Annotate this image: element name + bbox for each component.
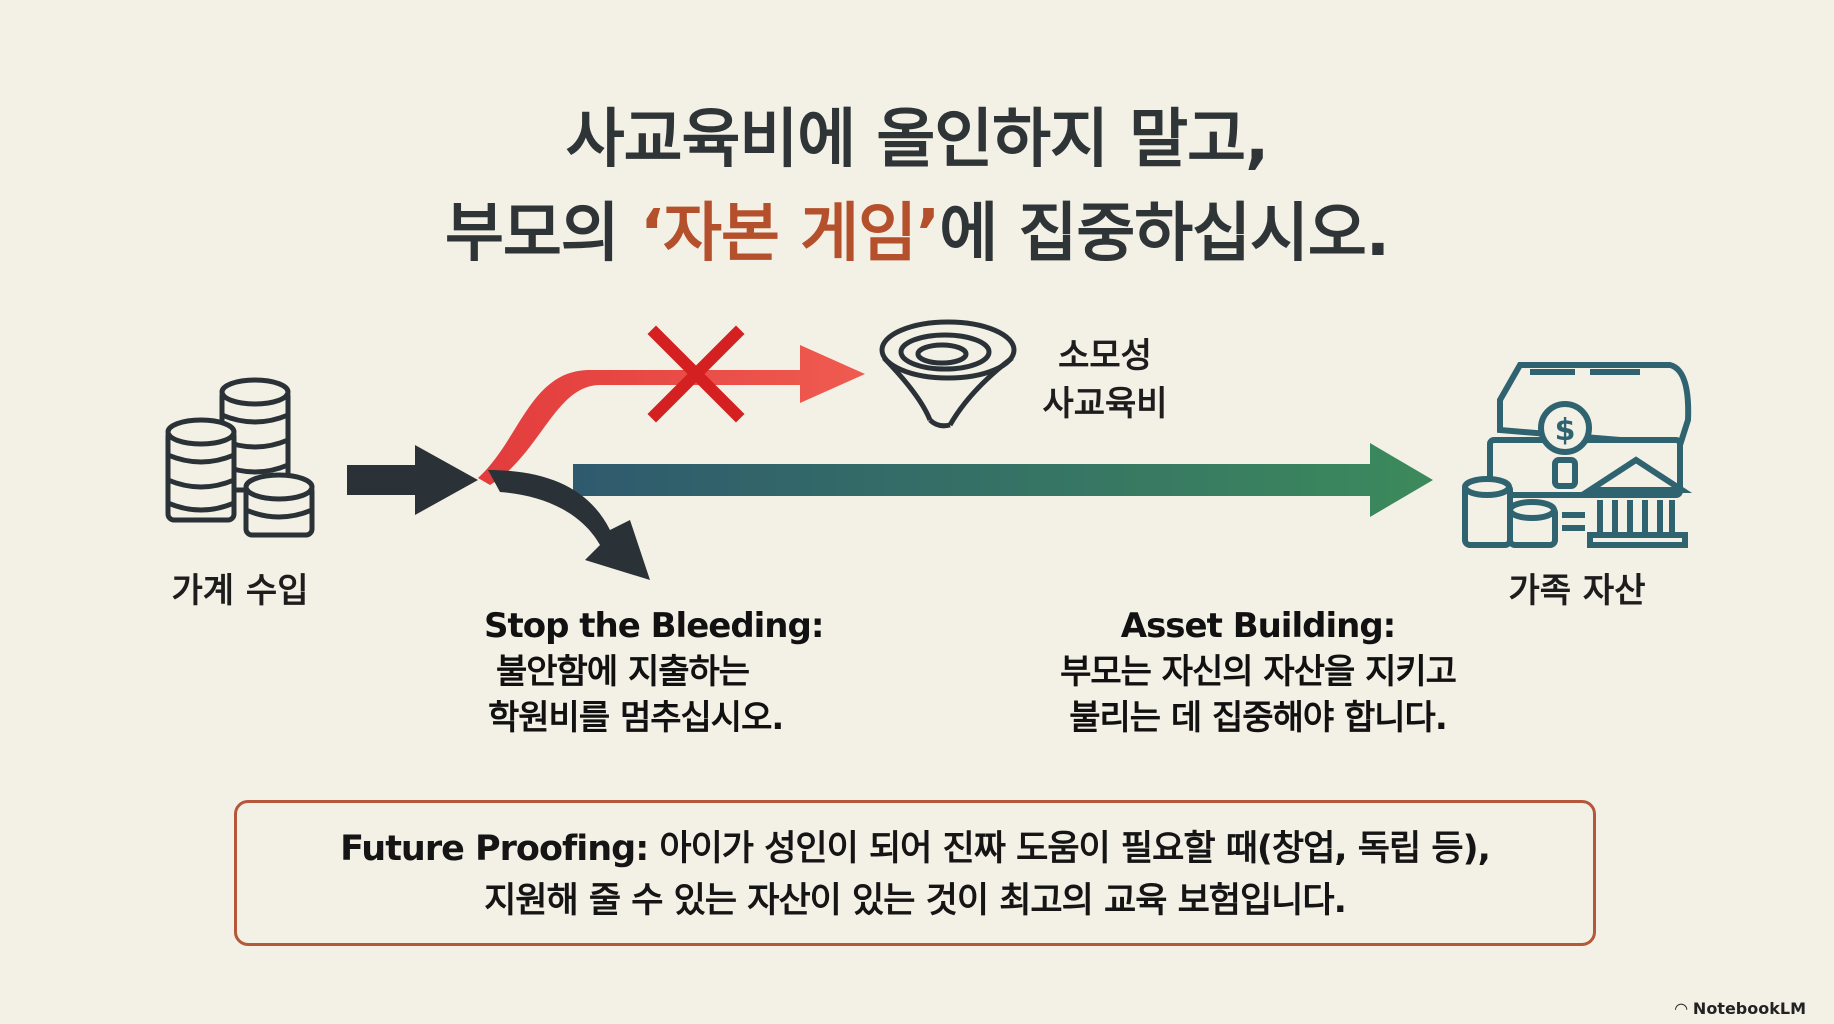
title-line-2: 부모의 ‘자본 게임’에 집중하십시오. [0, 182, 1834, 274]
stop-bleeding-block: Stop the Bleeding: 불안함에 지출하는 학원비를 멈추십시오. [484, 603, 824, 741]
brand-watermark: ◠ NotebookLM [1675, 999, 1806, 1018]
stop-bleeding-line-2: 학원비를 멈추십시오. [488, 698, 784, 738]
title-suffix: 에 집중하십시오. [939, 197, 1390, 271]
asset-building-block: Asset Building: 부모는 자신의 자산을 지키고 불리는 데 집중… [1008, 603, 1508, 741]
waste-label-line-1: 소모성 [1058, 336, 1152, 376]
asset-building-heading: Asset Building: [1120, 606, 1397, 646]
blocked-x-icon [647, 325, 745, 423]
title-prefix: 부모의 [444, 197, 640, 271]
coin-stacks-icon [165, 377, 315, 538]
tornado-icon [879, 319, 1017, 429]
waste-label-line-2: 사교육비 [1042, 384, 1168, 424]
income-label: 가계 수입 [171, 571, 309, 611]
asset-building-line-2: 불리는 데 집중해야 합니다. [1069, 698, 1448, 738]
asset-building-line-1: 부모는 자신의 자산을 지키고 [1060, 652, 1457, 692]
title-line-1: 사교육비에 올인하지 말고, [565, 103, 1270, 177]
asset-arrow [573, 443, 1433, 517]
treasure-chest-icon: $ [1462, 362, 1693, 548]
notebooklm-logo-icon: ◠ [1675, 999, 1693, 1018]
spending-arrow [478, 345, 865, 485]
brand-label: NotebookLM [1692, 999, 1806, 1018]
stop-bleeding-line-1: 불안함에 지출하는 [496, 652, 750, 692]
future-line-2: 지원해 줄 수 있는 자산이 있는 것이 최고의 교육 보험입니다. [484, 881, 1347, 921]
svg-text:$: $ [1555, 413, 1576, 448]
stop-arrow [488, 470, 650, 580]
assets-label: 가족 자산 [1508, 571, 1646, 611]
income-arrow [347, 445, 478, 515]
title-accent: ‘자본 게임’ [639, 197, 940, 271]
future-line-1: Future Proofing: 아이가 성인이 되어 진짜 도움이 필요할 때… [340, 829, 1491, 869]
stop-bleeding-heading: Stop the Bleeding: [484, 606, 824, 646]
future-proofing-box: Future Proofing: 아이가 성인이 되어 진짜 도움이 필요할 때… [234, 800, 1596, 946]
